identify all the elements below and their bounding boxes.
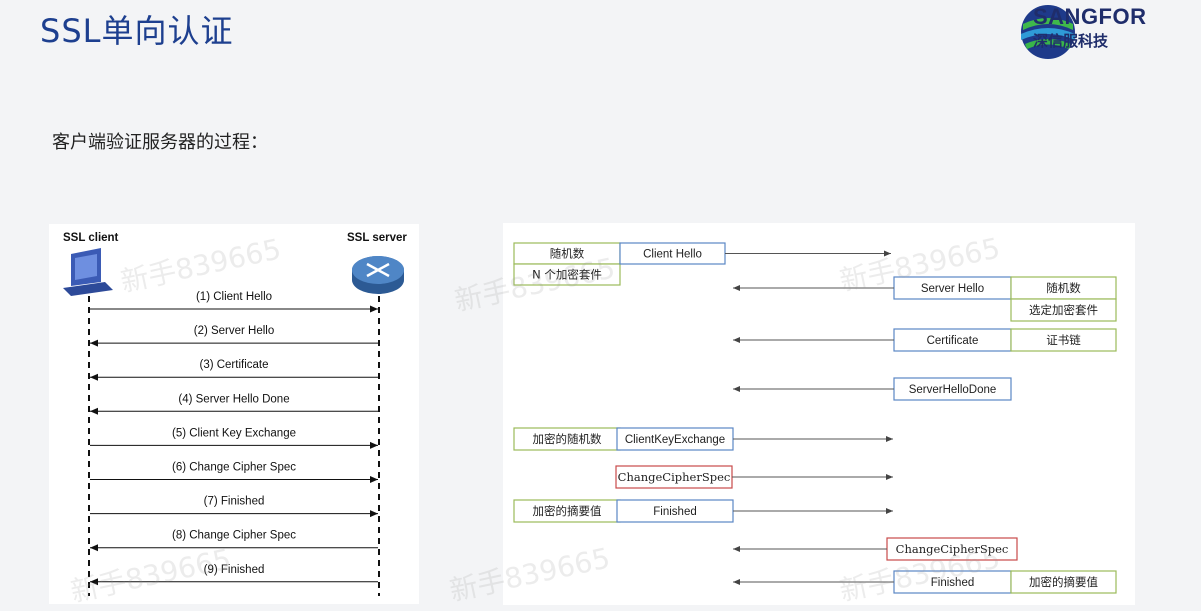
arrow-head-icon — [886, 474, 893, 480]
row-8-main: ChangeCipherSpec — [896, 542, 1009, 556]
arrow-head-icon — [90, 373, 98, 381]
arrow-head-icon — [370, 476, 378, 483]
arrow-head-icon — [733, 546, 740, 552]
arrow-head-icon — [733, 579, 740, 585]
arrow-head-icon — [90, 407, 98, 415]
message-label-9: (9) Finished — [204, 564, 265, 576]
arrow-head-icon — [370, 510, 378, 518]
logo-text-en: SANGFOR — [1033, 4, 1147, 29]
arrow-head-icon — [370, 441, 378, 449]
row-3-extra-1: 证书链 — [1046, 333, 1081, 347]
row-2-extra-2-box — [1010, 298, 1117, 322]
message-label-7: (7) Finished — [204, 496, 265, 508]
message-label-3: (3) Certificate — [199, 359, 268, 371]
row-2-main: Server Hello — [921, 283, 984, 295]
row-6-main: ChangeCipherSpec — [618, 470, 731, 484]
message-label-2: (2) Server Hello — [194, 325, 275, 337]
client-label: SSL client — [63, 232, 119, 244]
message-label-8: (8) Change Cipher Spec — [172, 530, 296, 542]
row-3-extra-1-box — [1010, 328, 1117, 352]
row-1-extra-1: 随机数 — [550, 247, 585, 261]
row-7-main: Finished — [653, 506, 696, 518]
arrow-head-icon — [886, 436, 893, 442]
message-label-6: (6) Change Cipher Spec — [172, 462, 296, 474]
row-5-extra-1: 加密的随机数 — [533, 432, 602, 446]
row-9-extra-1-box — [1010, 570, 1117, 594]
logo-text-cn: 深信服科技 — [1033, 32, 1109, 50]
arrow-head-icon — [90, 339, 98, 347]
arrow-head-icon — [90, 544, 98, 552]
arrow-head-icon — [884, 250, 891, 257]
sangfor-logo — [1021, 5, 1075, 59]
row-3-main: Certificate — [927, 335, 979, 347]
message-label-4: (4) Server Hello Done — [178, 393, 289, 405]
row-9-main: Finished — [931, 577, 974, 589]
arrow-head-icon — [886, 508, 893, 514]
server-label: SSL server — [347, 232, 407, 244]
subtitle: 客户端验证服务器的过程： — [52, 132, 268, 153]
row-9-extra-1: 加密的摘要值 — [1029, 575, 1098, 589]
computer-icon — [63, 248, 113, 296]
row-7-extra-1: 加密的摘要值 — [533, 504, 602, 518]
arrow-head-icon — [90, 578, 98, 586]
left-diagram-svg: SSL client SSL server (1) Client Hello (2… — [63, 232, 407, 596]
row-4-main: ServerHelloDone — [909, 384, 997, 396]
row-5-main: ClientKeyExchange — [625, 434, 725, 446]
row-1-extra-2: N 个加密套件 — [532, 268, 602, 282]
message-label-5: (5) Client Key Exchange — [172, 427, 296, 439]
page-title: SSL单向认证 — [40, 12, 234, 50]
row-2-extra-1: 随机数 — [1046, 281, 1081, 295]
message-label-1: (1) Client Hello — [196, 291, 272, 303]
arrow-head-icon — [733, 285, 740, 291]
router-icon — [352, 256, 404, 294]
arrow-head-icon — [733, 386, 740, 392]
row-1-extra-2-box — [513, 263, 621, 286]
row-2-extra-2: 选定加密套件 — [1029, 303, 1098, 317]
row-1-main: Client Hello — [643, 249, 702, 261]
arrow-head-icon — [733, 337, 740, 343]
left-sequence-diagram: SSL client SSL server (1) Client Hello (2… — [49, 224, 419, 609]
arrow-head-icon — [370, 305, 378, 313]
